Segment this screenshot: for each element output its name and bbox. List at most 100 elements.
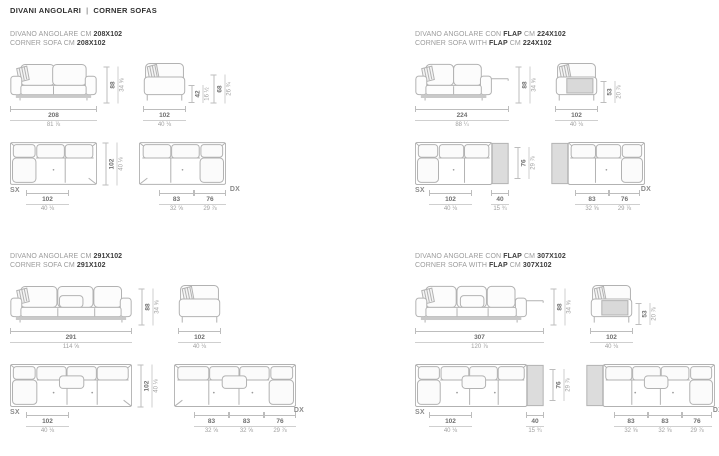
dimension-cm: 53 [605, 81, 616, 103]
model-title-line-it: DIVANO ANGOLARE CON FLAP CM 224X102 [415, 30, 715, 39]
side-elevation-drawing [178, 283, 221, 323]
dimension-cm: 83 [229, 417, 264, 427]
dimension-cm: 68 [215, 74, 226, 103]
dimension-in: 29 ⅞ [565, 378, 572, 392]
model-size-en: 307X102 [522, 262, 552, 269]
front-elevation-drawing [415, 61, 509, 101]
dimension-in: 32 ⅝ [204, 428, 219, 434]
model-mid-en: CM [507, 40, 523, 47]
dimension-cm: 76 [609, 195, 640, 205]
dimension-in: 88 ¼ [455, 122, 469, 128]
dimension-cm: 40 [491, 195, 509, 205]
side-elevation-drawing [590, 283, 633, 323]
dimension-in: 20 ⅞ [616, 85, 623, 99]
model-section-291x102: DIVANO ANGOLARE CM 291X102 CORNER SOFA C… [10, 252, 405, 441]
dimension-cm: 76 [519, 147, 530, 179]
plan-dx-drawing [551, 142, 645, 185]
dimension-cm: 83 [194, 417, 229, 427]
side-width-dimension: 102 40 ⅛ [178, 327, 221, 352]
dimension-in: 15 ¾ [493, 206, 507, 212]
dimension-in: 29 ⅞ [273, 428, 287, 434]
front-width-dimension: 224 88 ¼ [415, 105, 509, 130]
model-title: DIVANO ANGOLARE CM 291X102 CORNER SOFA C… [10, 252, 405, 270]
model-name-it: DIVANO ANGOLARE CM [10, 31, 94, 38]
model-flap-it: FLAP [503, 31, 522, 38]
dx-label: DX [229, 186, 240, 193]
dimension-in: 34 ⅝ [531, 77, 538, 92]
dx-label: DX [640, 186, 651, 193]
dimension-in: 40 ⅛ [153, 378, 160, 393]
dimension-in: 32 ⅝ [658, 428, 672, 434]
dimension-in: 40 ⅛ [604, 344, 619, 350]
side-elevation: 102 40 ⅛ [590, 283, 633, 352]
dimension-in: 40 ⅛ [443, 206, 458, 212]
dimension-in: 15 ¾ [528, 428, 542, 434]
model-flap-en: FLAP [489, 262, 508, 269]
dimension-cm: 88 [555, 288, 566, 325]
dimension-cm: 307 [415, 333, 544, 343]
dimension-cm: 102 [143, 111, 186, 121]
dimension-cm: 102 [429, 195, 472, 205]
front-elevation: 307 120 ⅞ [415, 283, 544, 352]
dimension-cm: 53 [640, 303, 651, 325]
plan-dx-drawing [174, 364, 296, 407]
model-size-en: 208X102 [76, 40, 106, 47]
model-size-it: 291X102 [93, 253, 123, 260]
model-title: DIVANO ANGOLARE CON FLAP CM 224X102 CORN… [415, 30, 715, 48]
plan-dx-drawing [139, 142, 226, 185]
dimension-cm: 83 [648, 417, 682, 427]
dimension-cm: 102 [26, 417, 69, 427]
model-flap-it: FLAP [503, 253, 522, 260]
dimension-in: 114 ⅝ [62, 344, 80, 350]
front-elevation: 224 88 ¼ [415, 61, 509, 130]
model-section-307x102-flap: DIVANO ANGOLARE CON FLAP CM 307X102 CORN… [415, 252, 719, 441]
front-elevation-drawing [415, 283, 544, 323]
model-mid-it: CM [521, 31, 538, 38]
dimension-in: 20 ⅞ [651, 307, 658, 321]
sx-label: SX [415, 187, 425, 194]
page-title-en: CORNER SOFAS [93, 6, 158, 15]
side-width-dimension: 102 40 ⅛ [143, 105, 186, 130]
sx-label: SX [415, 409, 425, 416]
dimension-cm: 102 [555, 111, 598, 121]
dimension-cm: 102 [26, 195, 69, 205]
dimension-line [10, 105, 97, 112]
model-title-line-en: CORNER SOFA CM 291X102 [10, 261, 405, 270]
dimension-cm: 208 [10, 111, 97, 121]
model-size-en: 224X102 [522, 40, 552, 47]
model-flap-en: FLAP [489, 40, 508, 47]
dimension-cm: 76 [194, 195, 226, 205]
dimension-cm: 102 [107, 142, 118, 185]
front-elevation-drawing [10, 61, 97, 101]
side-width-dimension: 102 40 ⅛ [590, 327, 633, 352]
page-title: DIVANI ANGOLARI|CORNER SOFAS [10, 6, 157, 15]
dimension-cm: 76 [682, 417, 712, 427]
side-elevation: 102 40 ⅛ [555, 61, 598, 130]
sx-label: SX [10, 409, 20, 416]
